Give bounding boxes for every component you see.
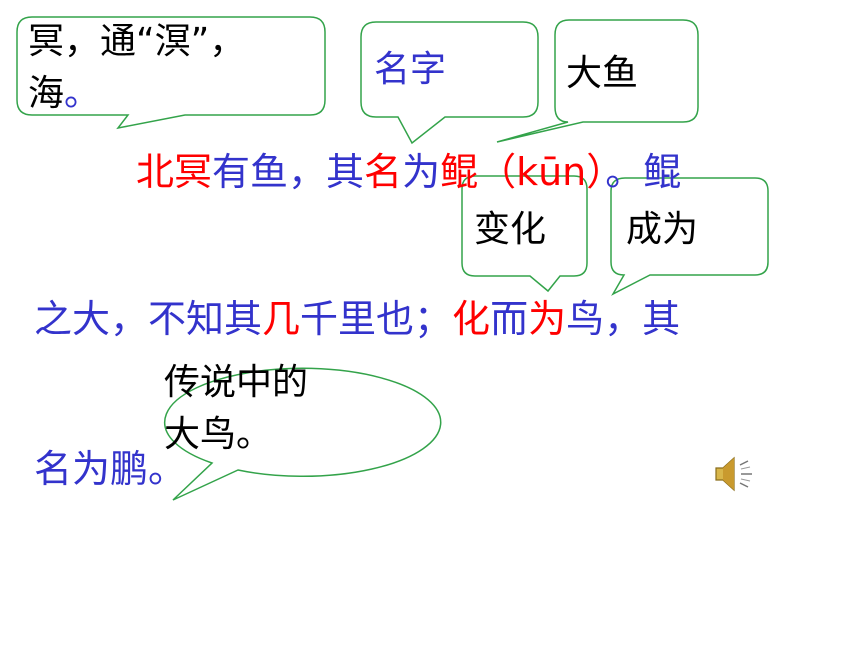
- callout-bianhua-text: 变化: [474, 209, 547, 250]
- callout-ming-bubble: [16, 16, 326, 130]
- word-ming-name: 名: [364, 150, 403, 194]
- callout-chuanshuo-line2: 大鸟。: [164, 414, 273, 455]
- callout-ming-line2-punct: 。: [64, 73, 101, 114]
- word-you-yu: 有鱼，其: [212, 150, 365, 194]
- word-er: 而: [490, 297, 529, 341]
- word-wei-2: 为: [528, 297, 567, 341]
- callout-chuanshuo-line1: 传说中的: [164, 362, 309, 403]
- word-kun: 鲲: [440, 150, 479, 194]
- word-hua: 化: [452, 297, 491, 341]
- word-wei: 为: [402, 150, 441, 194]
- callout-chuanshuo-bubble: [163, 367, 442, 501]
- word-ji: 几: [262, 297, 301, 341]
- word-zhi-da: 之大，不知其: [34, 297, 263, 341]
- word-niao-qi: 鸟，其: [566, 297, 681, 341]
- word-qian-li: 千里也；: [300, 297, 453, 341]
- word-period: 。: [605, 150, 644, 194]
- passage-line-1: 北冥有鱼，其名为鲲（kūn）。鲲: [136, 153, 681, 191]
- word-kun-2: 鲲: [643, 150, 682, 194]
- word-bei: 北: [136, 150, 175, 194]
- callout-chengwei-bubble: [610, 177, 769, 296]
- callout-ming-line1: 冥，通“溟”，: [28, 21, 246, 62]
- callout-chengwei-text: 成为: [626, 209, 699, 250]
- speaker-icon[interactable]: [712, 452, 756, 496]
- word-ming: 冥: [174, 150, 213, 194]
- callout-dayu-text: 大鱼: [566, 53, 639, 94]
- callout-ming-line2-text: 海: [28, 73, 65, 114]
- callout-mingzi-bubble: [360, 21, 539, 145]
- callout-dayu-bubble: [496, 19, 699, 143]
- passage-line-3: 名为鹏。: [34, 447, 187, 491]
- word-pinyin: （kūn）: [478, 150, 606, 194]
- passage-line-2: 之大，不知其几千里也；化而为鸟，其: [34, 300, 680, 338]
- callout-mingzi-text: 名字: [374, 49, 447, 90]
- callout-bianhua-bubble: [461, 175, 588, 293]
- callout-ming-line2: 海。: [28, 76, 100, 112]
